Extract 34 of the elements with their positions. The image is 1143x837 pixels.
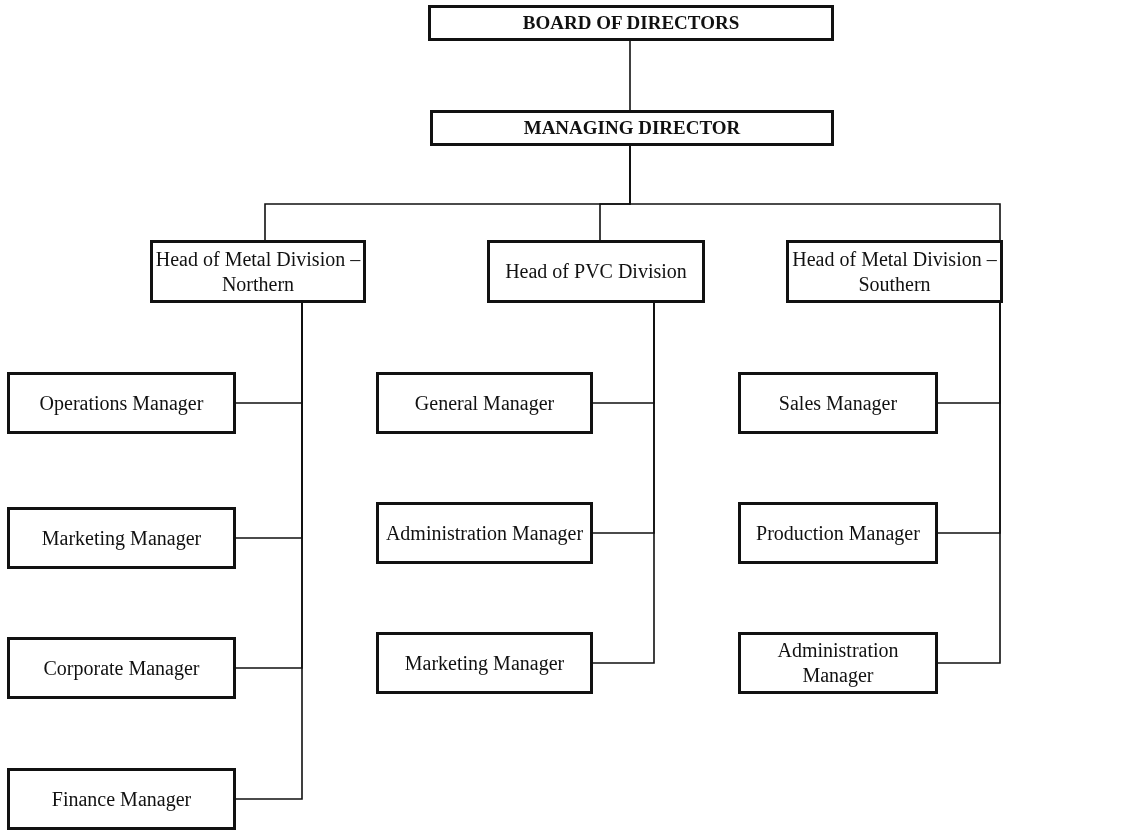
role-title: Production Manager (756, 520, 920, 546)
role-box (150, 240, 366, 303)
role-title: Corporate Manager (43, 655, 200, 681)
role-title: Administration Manager (776, 638, 900, 688)
role-box (738, 502, 938, 564)
role-box (487, 240, 705, 303)
role-title: Head of PVC Division (505, 259, 687, 284)
connector-line (629, 40, 631, 111)
role-box (738, 372, 938, 434)
connector-line (937, 302, 1001, 664)
role-title: MANAGING DIRECTOR (523, 116, 741, 140)
role-box (7, 507, 236, 569)
role-title: Sales Manager (778, 390, 898, 416)
role-title: Finance Manager (51, 786, 192, 812)
role-box (7, 372, 236, 434)
connector-line (629, 145, 1001, 241)
title-box (428, 5, 834, 41)
role-box (376, 502, 593, 564)
role-title: Administration Manager (385, 520, 584, 546)
role-title: Marketing Manager (41, 525, 202, 551)
role-box (7, 768, 236, 830)
role-box (376, 632, 593, 694)
role-title: Head of Metal Division – Southern (791, 246, 998, 297)
role-title: Head of Metal Division – Northern (154, 246, 362, 297)
role-box (376, 372, 593, 434)
role-title: BOARD OF DIRECTORS (522, 11, 740, 35)
connector-line (592, 302, 655, 664)
role-title: Marketing Manager (404, 650, 565, 676)
role-box (738, 632, 938, 694)
role-box (7, 637, 236, 699)
role-box (786, 240, 1003, 303)
title-box (430, 110, 834, 146)
role-title: Operations Manager (39, 390, 204, 416)
role-title: General Manager (414, 390, 555, 416)
